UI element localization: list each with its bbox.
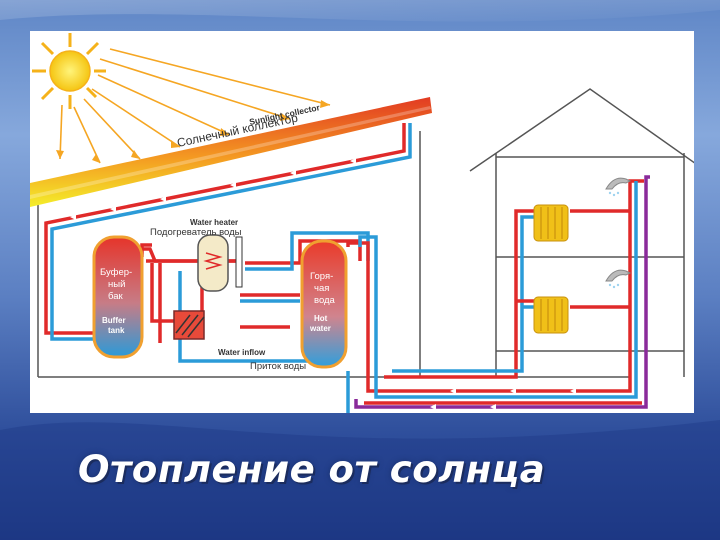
buffer-label-ru-3: бак	[108, 291, 124, 302]
water-inflow-label-ru: Приток воды	[250, 361, 306, 372]
solar-collector	[30, 97, 432, 207]
hot-label-en-1: Hot	[314, 314, 328, 323]
water-heater	[197, 234, 243, 292]
hot-label-ru-3: вода	[314, 295, 336, 306]
diagram-panel: Sunlight collector Солнечный коллектор	[30, 31, 707, 413]
hot-label-ru-2: чая	[314, 283, 329, 294]
buffer-label-ru-2: ный	[108, 279, 125, 290]
radiator-upper	[533, 204, 569, 242]
slide-title: Отопление от солнца	[78, 448, 546, 491]
shower-upper-icon	[605, 177, 632, 197]
buffer-label-ru-1: Буфер-	[100, 267, 132, 278]
buffer-label-en-1: Buffer	[102, 316, 126, 325]
sun-rays	[59, 48, 331, 164]
house-pipes	[346, 175, 650, 413]
radiator-lower	[533, 296, 569, 334]
house-outline	[469, 88, 707, 377]
water-heater-label-en: Water heater	[190, 218, 238, 227]
left-building	[37, 131, 630, 378]
pipe-flow-arrows	[70, 158, 576, 410]
heat-exchanger-icon	[173, 310, 205, 340]
hot-label-ru-1: Горя-	[310, 271, 333, 282]
shower-lower-icon	[605, 269, 632, 289]
water-inflow-label-en: Water inflow	[218, 348, 266, 357]
hot-label-en-2: water	[309, 324, 331, 333]
buffer-tank	[92, 235, 144, 359]
water-heater-label-ru: Подогреватель воды	[150, 227, 242, 238]
sun-icon	[32, 33, 106, 109]
solar-heating-diagram: Sunlight collector Солнечный коллектор	[30, 33, 707, 413]
ray-arrowheads	[56, 100, 330, 163]
buffer-label-en-2: tank	[108, 326, 125, 335]
hot-water-tank	[300, 239, 348, 369]
